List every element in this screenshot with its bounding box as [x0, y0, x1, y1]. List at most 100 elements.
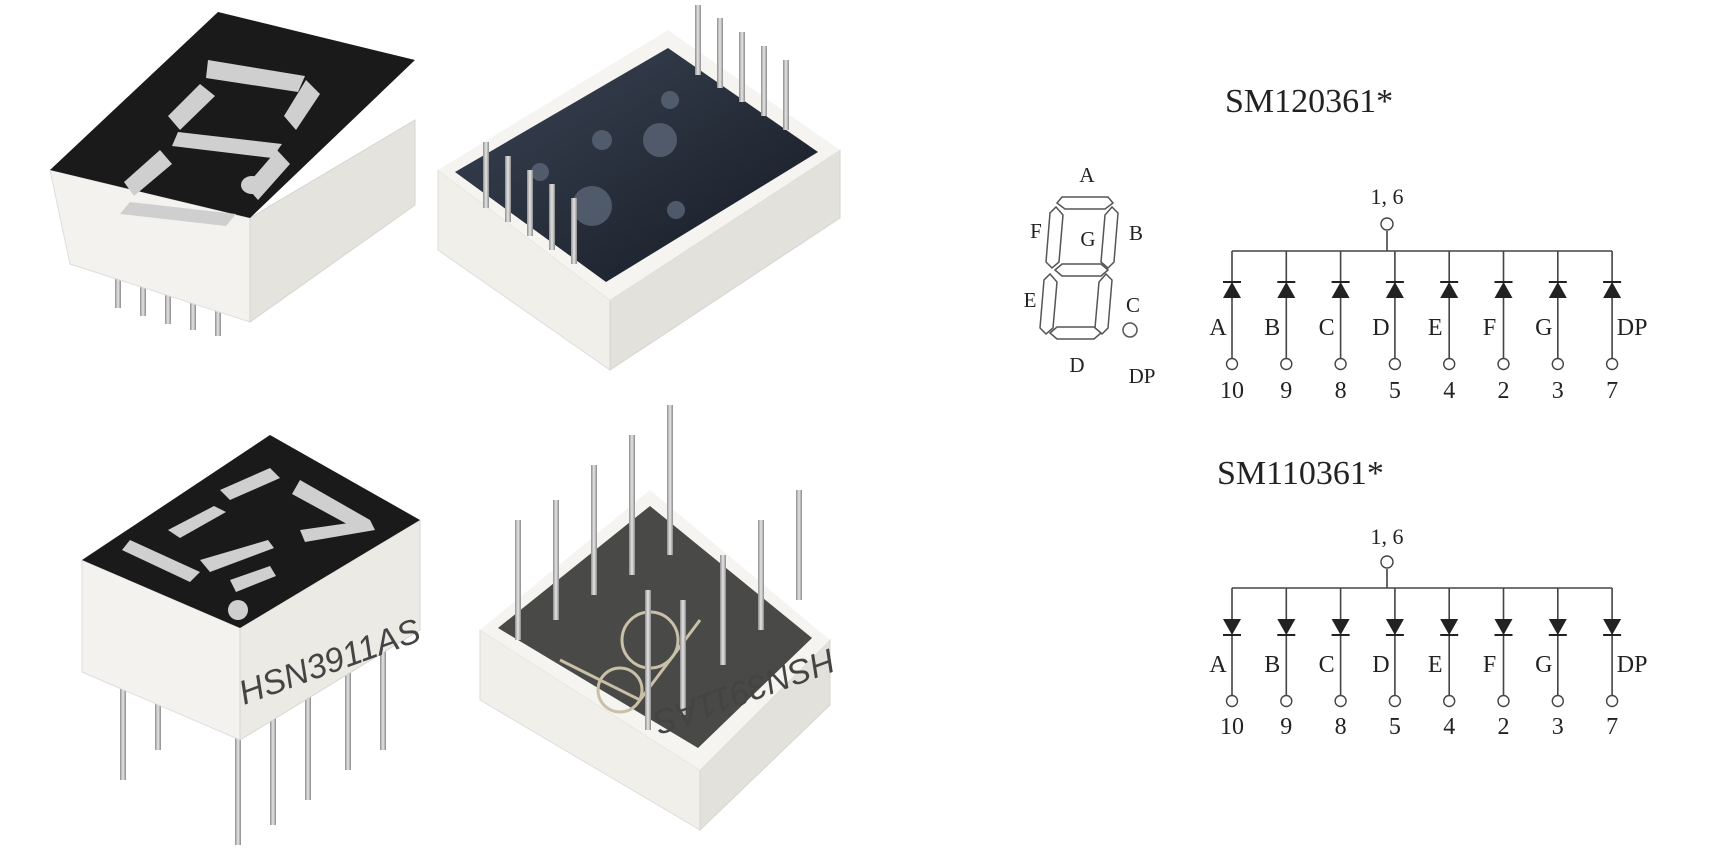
diode-symbol: [1277, 282, 1296, 298]
pin-terminal: [1388, 694, 1402, 708]
pin-number: 3: [1552, 378, 1564, 404]
pin-number: 7: [1606, 714, 1618, 740]
pin-number: 2: [1498, 378, 1510, 404]
display-face-marked: [82, 435, 420, 628]
pins-back-row-2: [483, 142, 577, 264]
diode-symbol: [1277, 619, 1296, 635]
segment-label: G: [1535, 652, 1552, 678]
circuit-lines: A 10 B 9 C 8 D 5 E 4 F 2 G 3 DP 7: [1209, 217, 1648, 404]
pin-terminal: [1442, 357, 1456, 371]
pin-number: 3: [1552, 714, 1564, 740]
legend-label-dp: DP: [1129, 364, 1156, 388]
segment-label: D: [1372, 652, 1389, 678]
schematic-sm120361: SM120361* 1, 6 A 10 B 9 C 8 D 5 E 4 F 2 G 3 DP 7: [1209, 83, 1647, 404]
diode-symbol: [1548, 282, 1567, 298]
common-pin-label: 1, 6: [1371, 184, 1404, 209]
schematic-sm110361: SM110361* 1, 6 A 10 B 9 C 8 D 5 E 4 F 2 G 3 DP 7: [1209, 455, 1647, 740]
segment-label: C: [1319, 315, 1335, 341]
segment-label: E: [1428, 315, 1443, 341]
pin-number: 10: [1220, 378, 1244, 404]
segment-label: DP: [1617, 315, 1648, 341]
diode-symbol: [1385, 619, 1404, 635]
pin-terminal: [1334, 357, 1347, 371]
segment-label: A: [1209, 652, 1227, 678]
circuit-lines: A 10 B 9 C 8 D 5 E 4 F 2 G 3 DP 7: [1209, 555, 1648, 740]
diode-symbol: [1603, 619, 1622, 635]
legend-label-c: C: [1126, 293, 1140, 317]
pin-number: 4: [1443, 714, 1455, 740]
pin-number: 2: [1498, 714, 1510, 740]
legend-digit-outline: [1039, 196, 1138, 340]
pin-terminal: [1497, 694, 1510, 708]
diode-symbol: [1385, 282, 1404, 298]
display-front-photo: [49, 12, 416, 336]
pin-terminal: [1334, 694, 1347, 708]
decimal-point-marked: [228, 600, 248, 620]
diode-symbol: [1440, 282, 1459, 298]
pin-terminal: [1280, 694, 1293, 708]
product-photos: HSN3911AS HSN3911AS: [49, 5, 841, 845]
legend-label-b: B: [1129, 221, 1143, 245]
segment-label: C: [1319, 652, 1335, 678]
segment-label: F: [1483, 652, 1496, 678]
diode-symbol: [1440, 619, 1459, 635]
legend-label-e: E: [1024, 288, 1037, 312]
display-back-marked-photo: HSN3911AS: [479, 405, 840, 832]
seven-segment-digit-marked: [122, 468, 375, 592]
pin-number: 10: [1220, 714, 1244, 740]
segment-label: B: [1264, 315, 1280, 341]
segment-label: G: [1535, 315, 1552, 341]
legend-label-d: D: [1069, 353, 1084, 377]
segment-label: F: [1483, 315, 1496, 341]
common-pin-terminal: [1380, 217, 1394, 231]
pin-number: 8: [1335, 378, 1347, 404]
pin-terminal: [1605, 694, 1619, 708]
diode-symbol: [1223, 282, 1241, 298]
pin-number: 5: [1389, 378, 1401, 404]
display-back-photo: [437, 5, 841, 371]
pin-number: 8: [1335, 714, 1347, 740]
pin-terminal: [1225, 357, 1239, 371]
pin-number: 4: [1443, 378, 1455, 404]
pin-terminal: [1280, 357, 1293, 371]
segment-label: E: [1428, 652, 1443, 678]
pin-number: 9: [1280, 378, 1292, 404]
display-face: [50, 12, 415, 218]
segment-label: A: [1209, 315, 1227, 341]
pin-terminal: [1497, 357, 1510, 371]
seven-segment-digit: [120, 60, 320, 226]
diode-symbol: [1494, 282, 1513, 298]
diode-symbol: [1223, 619, 1241, 635]
segment-legend: A B C D E F G DP: [1024, 163, 1156, 388]
diode-symbol: [1548, 619, 1567, 635]
pin-terminal: [1225, 694, 1239, 708]
pin-terminal: [1551, 357, 1565, 371]
pin-terminal: [1551, 694, 1565, 708]
diagram-title: SM120361*: [1225, 83, 1393, 120]
pin-terminal: [1388, 357, 1402, 371]
legend-label-g: G: [1080, 227, 1095, 251]
diode-symbol: [1603, 282, 1622, 298]
decimal-point: [241, 176, 263, 194]
pins-front-marked: [120, 640, 386, 845]
legend-label-a: A: [1079, 163, 1095, 187]
pin-terminal: [1442, 694, 1456, 708]
pin-number: 9: [1280, 714, 1292, 740]
segment-label: D: [1372, 315, 1389, 341]
display-front-marked-photo: HSN3911AS: [81, 435, 426, 845]
pcb-back: [455, 48, 818, 282]
diode-symbol: [1331, 282, 1350, 298]
pin-terminal: [1605, 357, 1619, 371]
diode-symbol: [1494, 619, 1513, 635]
diagram-title: SM110361*: [1217, 455, 1384, 492]
pcb-back-marked: [498, 506, 812, 748]
pin-number: 7: [1606, 378, 1618, 404]
pinout-schematic: A B C D E F G DP SM120361* 1, 6 A10B9C8D…: [1024, 83, 1648, 740]
pin-number: 5: [1389, 714, 1401, 740]
common-pin-label: 1, 6: [1371, 524, 1404, 549]
common-pin-terminal: [1380, 555, 1394, 569]
legend-label-f: F: [1030, 219, 1042, 243]
segment-label: B: [1264, 652, 1280, 678]
segment-label: DP: [1617, 652, 1648, 678]
pins-back-marked: [515, 405, 802, 730]
